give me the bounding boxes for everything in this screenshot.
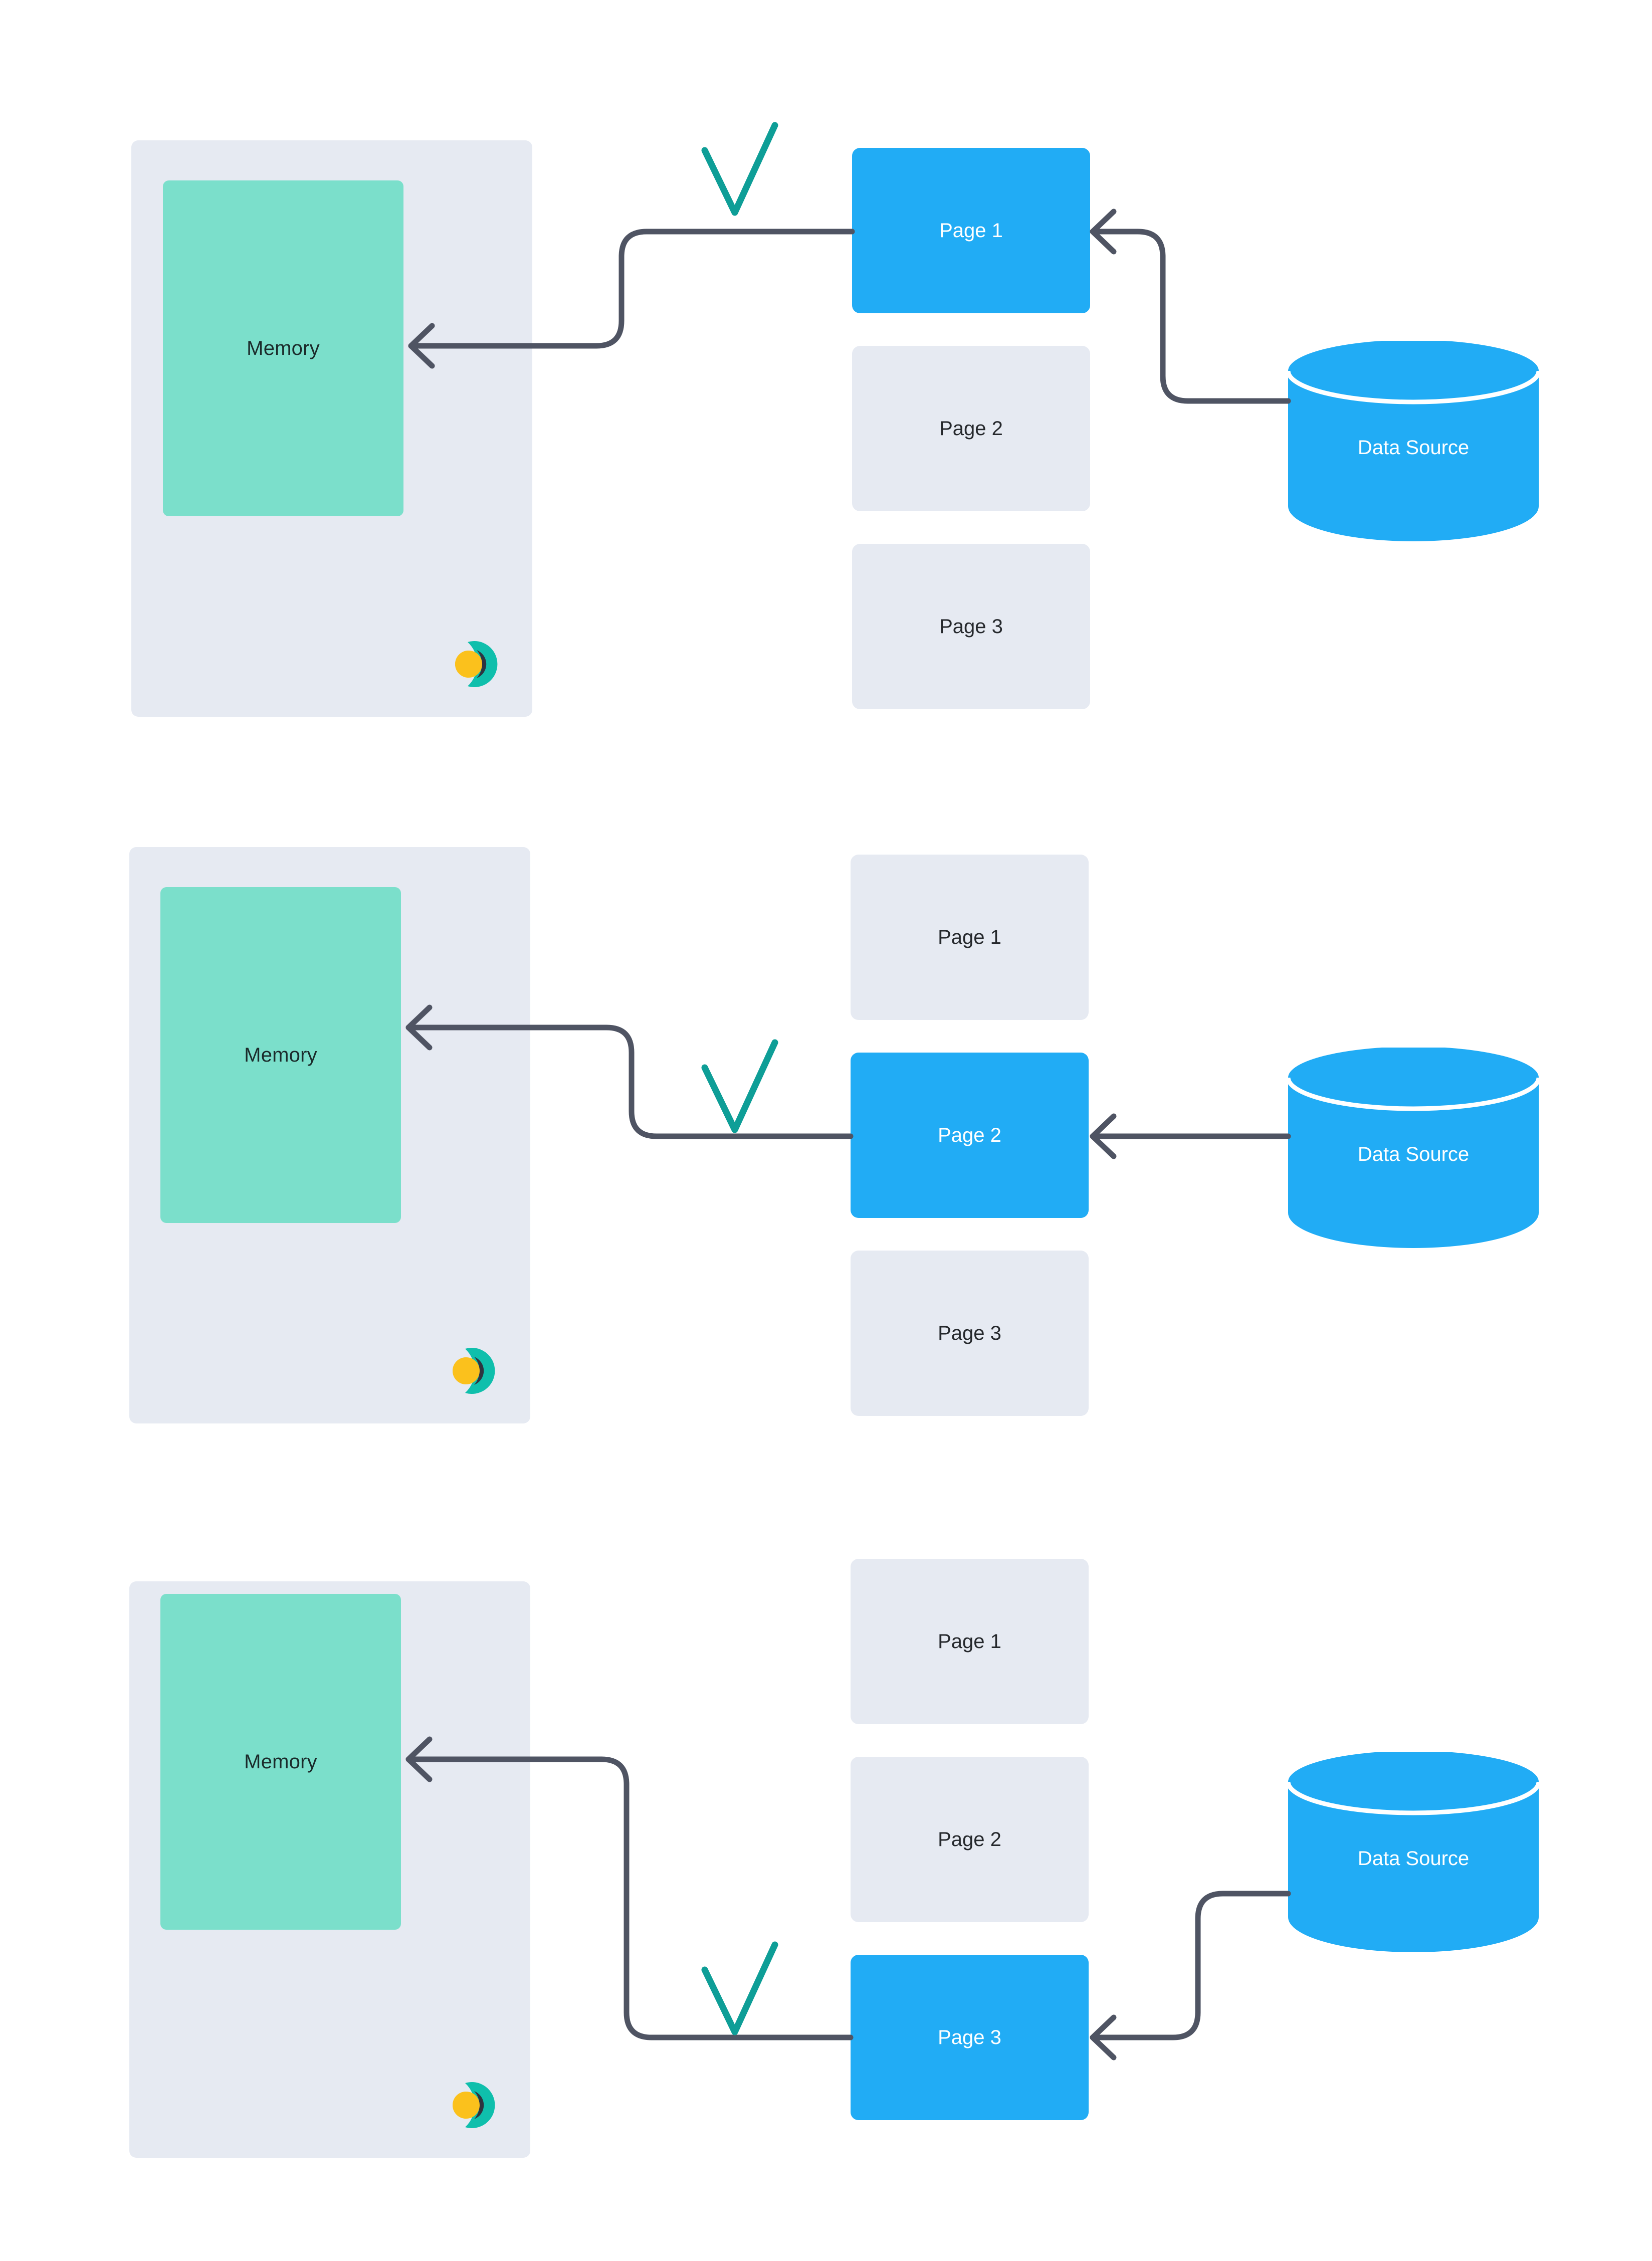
page-label: Page 2: [938, 1124, 1001, 1146]
page-box-3[interactable]: Page 3: [852, 544, 1090, 709]
page-label: Page 3: [938, 2026, 1001, 2048]
page-box-2[interactable]: Page 2: [852, 346, 1090, 511]
brand-logo-icon: [446, 2075, 506, 2135]
page-label: Page 2: [939, 417, 1003, 440]
panel-3: Memory Page 1 Page 2 Page 3 Data Source: [0, 1559, 1652, 2261]
page-label: Page 2: [938, 1828, 1001, 1851]
page-label: Page 1: [938, 926, 1001, 948]
brand-logo-icon: [449, 634, 509, 694]
page-box-1[interactable]: Page 1: [851, 855, 1089, 1020]
data-source-label: Data Source: [1357, 436, 1470, 459]
page-box-3[interactable]: Page 3: [851, 1251, 1089, 1416]
memory-label: Memory: [247, 337, 320, 359]
memory-block: Memory: [160, 887, 401, 1223]
data-source-label: Data Source: [1357, 1143, 1470, 1165]
data-source-cylinder: Data Source: [1288, 1048, 1539, 1253]
memory-block: Memory: [163, 180, 403, 516]
check-icon: [701, 122, 778, 216]
page-box-1[interactable]: Page 1: [852, 148, 1090, 313]
memory-block: Memory: [160, 1594, 401, 1930]
page-box-2[interactable]: Page 2: [851, 1053, 1089, 1218]
page-box-3[interactable]: Page 3: [851, 1955, 1089, 2120]
check-icon: [701, 1941, 778, 2035]
page-label: Page 3: [938, 1322, 1001, 1344]
data-source-label: Data Source: [1357, 1847, 1470, 1870]
panel-1: Memory Page 1 Page 2 Page 3 Data Source: [0, 0, 1652, 827]
page-label: Page 1: [939, 219, 1003, 242]
page-label: Page 1: [938, 1630, 1001, 1653]
page-box-2[interactable]: Page 2: [851, 1757, 1089, 1922]
memory-label: Memory: [244, 1750, 317, 1773]
check-icon: [701, 1039, 778, 1133]
page-label: Page 3: [939, 615, 1003, 638]
data-source-cylinder: Data Source: [1288, 341, 1539, 546]
page-box-1[interactable]: Page 1: [851, 1559, 1089, 1724]
data-source-cylinder: Data Source: [1288, 1752, 1539, 1957]
panel-2: Memory Page 1 Page 2 Page 3 Data Source: [0, 827, 1652, 1569]
brand-logo-icon: [446, 1341, 506, 1401]
memory-label: Memory: [244, 1044, 317, 1066]
